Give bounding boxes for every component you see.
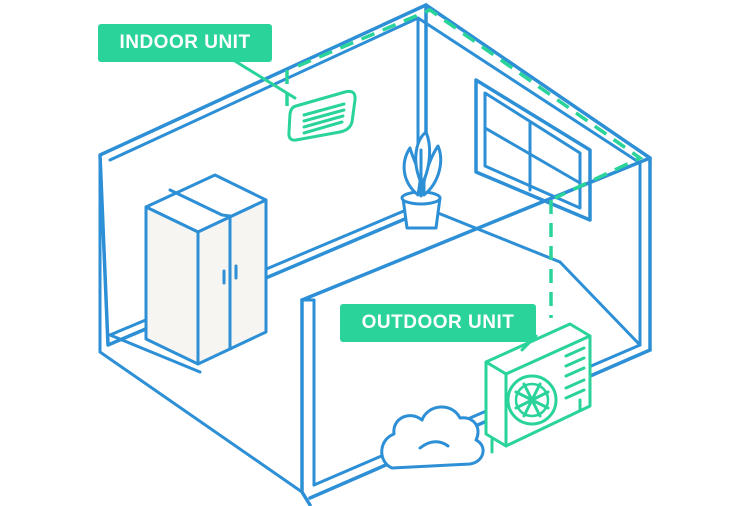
wardrobe-icon — [144, 173, 268, 366]
window — [474, 78, 592, 222]
back-right-wall — [416, 3, 652, 352]
floor — [108, 203, 642, 374]
indoor-unit-label: INDOOR UNIT — [98, 24, 272, 62]
front-wall — [98, 153, 652, 506]
bush-icon — [380, 405, 485, 470]
outdoor-unit-label: OUTDOOR UNIT — [340, 304, 536, 342]
wall-mounted-ac-icon — [287, 89, 357, 142]
refrigerant-line — [285, 8, 644, 318]
potted-plant-icon — [400, 130, 443, 230]
indoor-leader-line — [228, 56, 297, 100]
condenser-fan-icon — [484, 322, 592, 454]
